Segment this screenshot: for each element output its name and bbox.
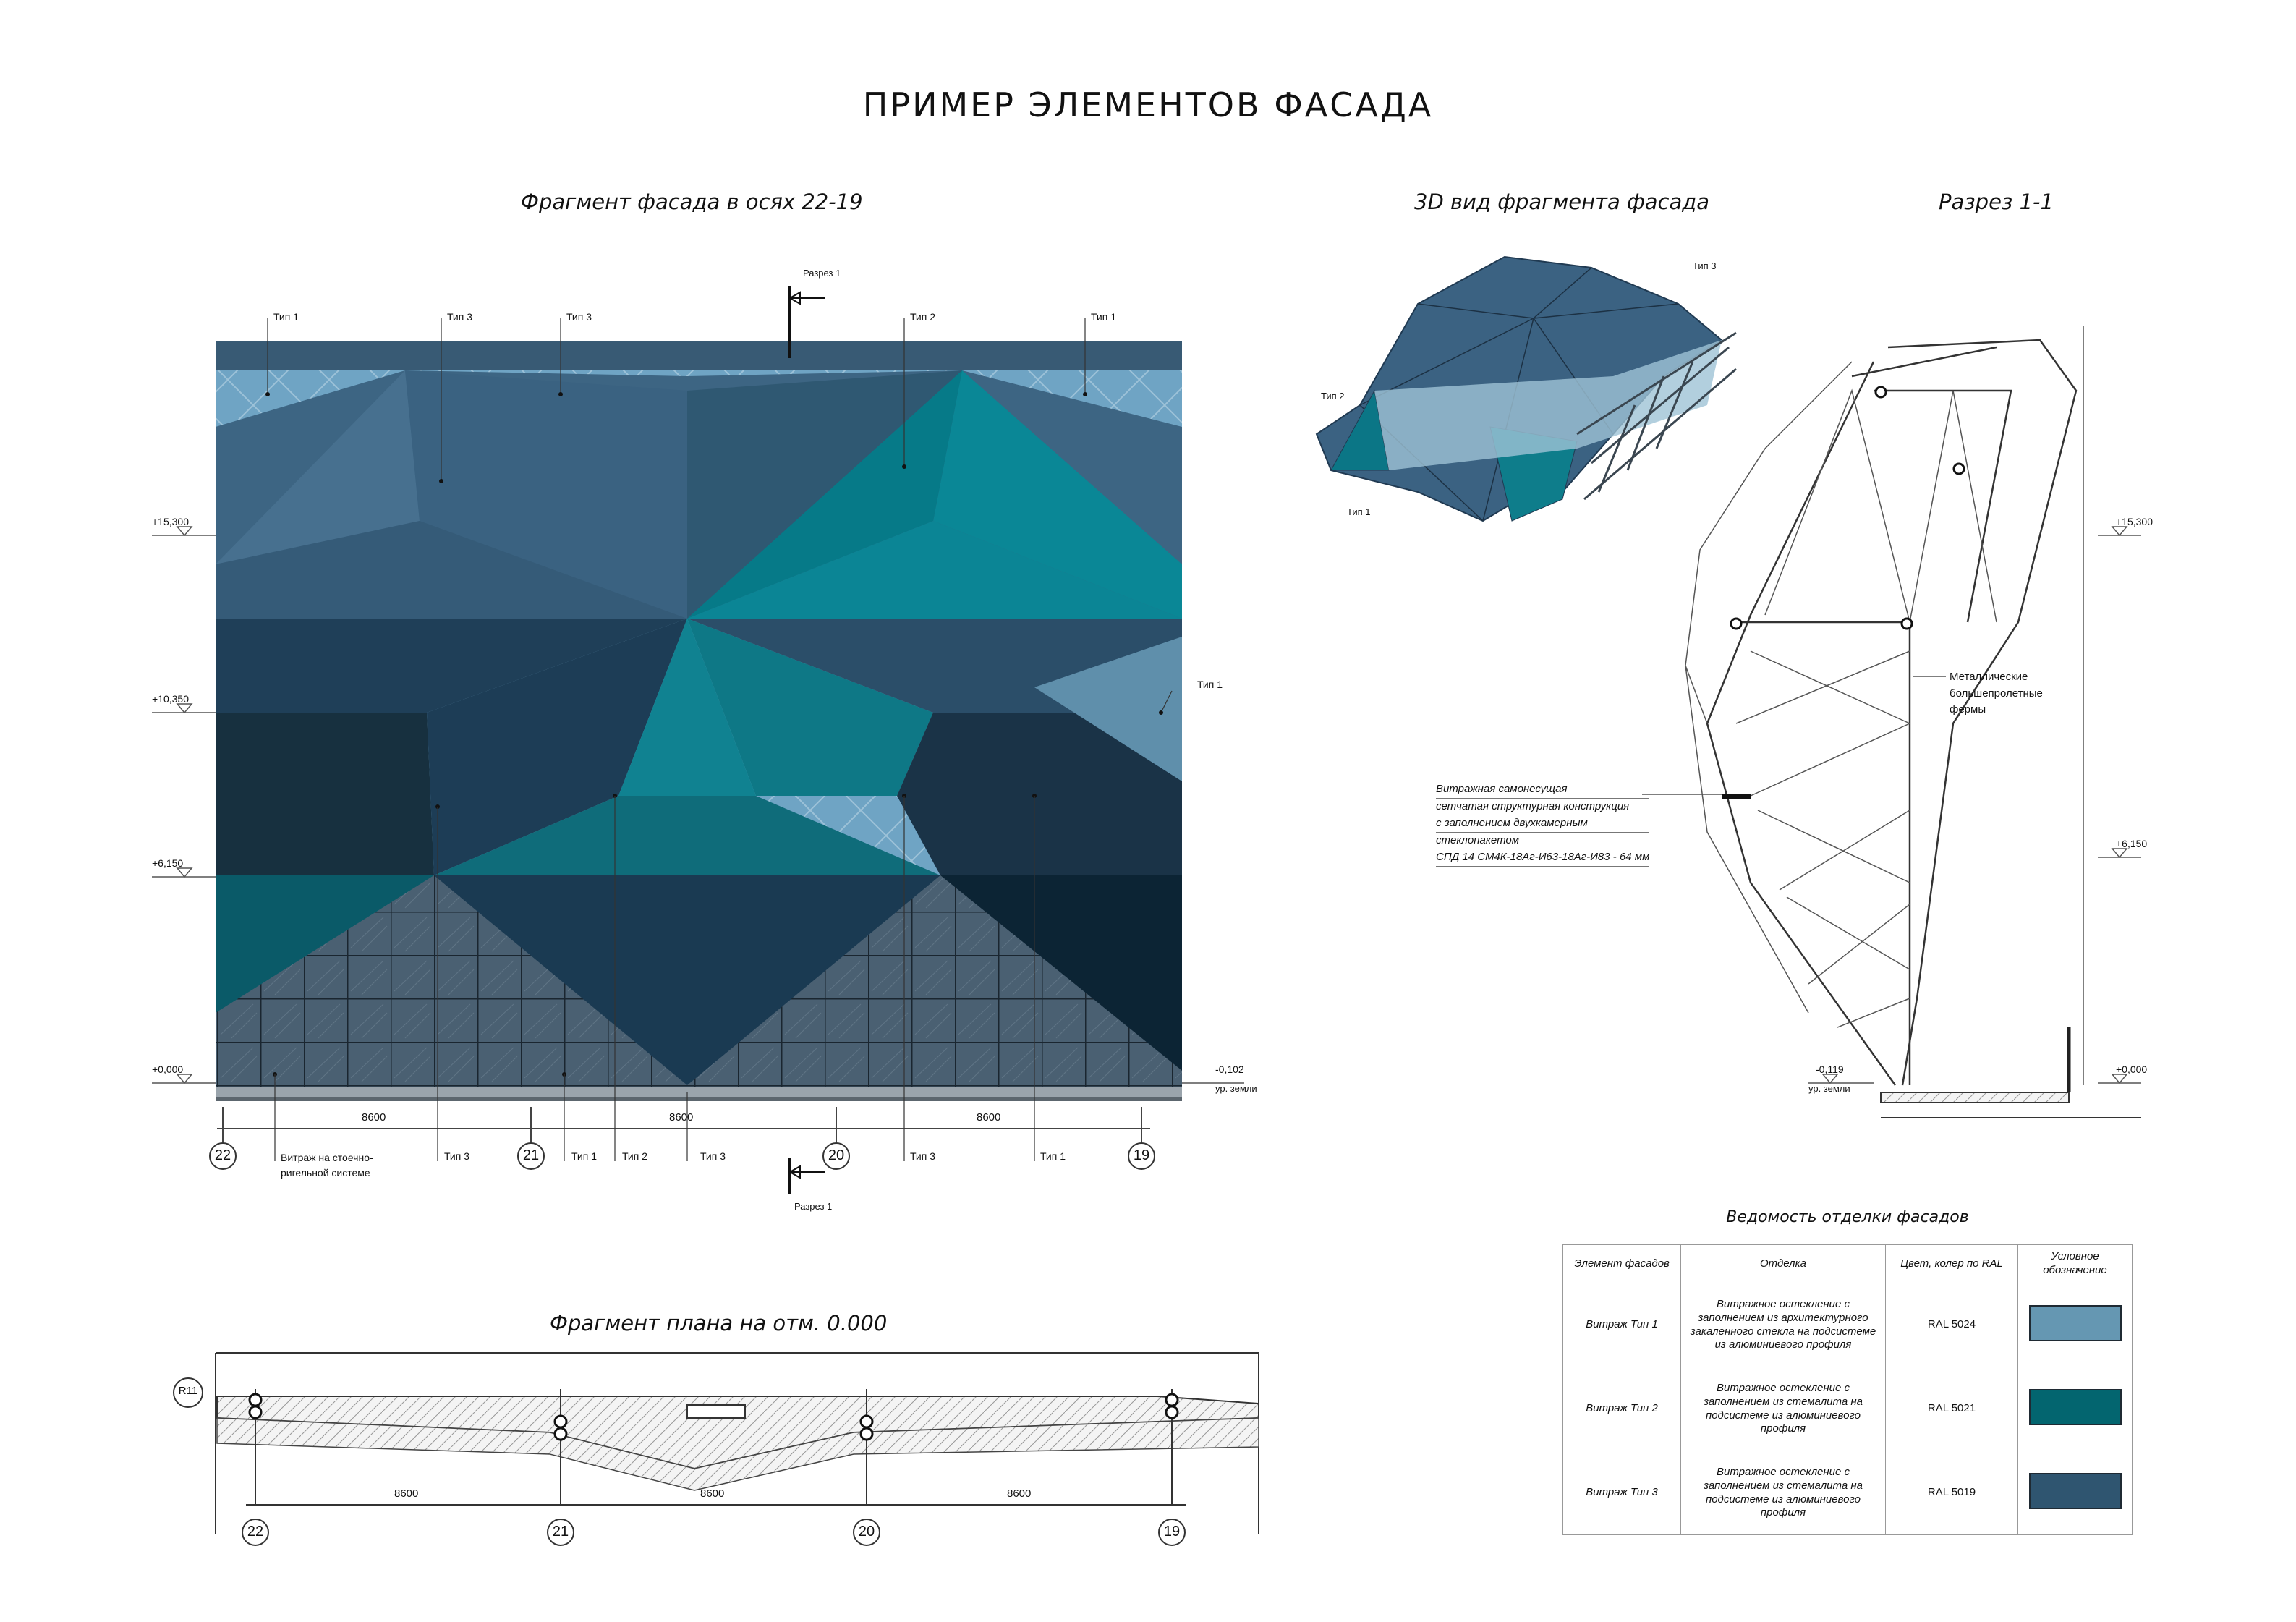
glass-note: Витражная самонесущая сетчатая структурн…: [1436, 781, 1650, 867]
tag-top-4: Тип 2: [910, 311, 936, 323]
schedule-title: Ведомость отделки фасадов: [1726, 1208, 1969, 1226]
col-finish: Отделка: [1680, 1244, 1886, 1283]
elev-15300: +15,300: [152, 516, 189, 527]
tag-top-2: Тип 3: [447, 311, 473, 323]
plan-axis-19: 19: [1163, 1524, 1181, 1540]
truss-note: Металлические большепролетные фермы: [1950, 671, 2043, 716]
plan-title: Фрагмент плана на отм. 0.000: [550, 1311, 888, 1336]
span-3: 8600: [977, 1111, 1001, 1124]
plan-marker: R11: [178, 1385, 198, 1397]
tag-right: Тип 1: [1197, 679, 1223, 690]
sec-ground-label: ур. земли: [1808, 1083, 1850, 1094]
ground-label: ур. земли: [1215, 1083, 1257, 1094]
section-marker-bottom: Разрез 1: [794, 1201, 833, 1212]
ground-level: -0,102: [1215, 1063, 1244, 1075]
view3d-tag-2: Тип 2: [1321, 391, 1345, 402]
span-1: 8600: [362, 1111, 386, 1124]
finish-schedule-table: Элемент фасадов Отделка Цвет, колер по R…: [1562, 1244, 2133, 1535]
row-element: Витраж Тип 3: [1562, 1451, 1681, 1535]
row-legend: [2017, 1451, 2133, 1535]
plan-axis-20: 20: [858, 1524, 875, 1540]
sec-elev-6150: +6,150: [2116, 838, 2148, 849]
axis-19: 19: [1133, 1147, 1150, 1163]
page-title: ПРИМЕР ЭЛЕМЕНТОВ ФАСАДА: [862, 85, 1434, 124]
section-title: Разрез 1-1: [1939, 190, 2054, 214]
row-ral: RAL 5019: [1885, 1451, 2018, 1535]
col-element: Элемент фасадов: [1562, 1244, 1681, 1283]
elev-0000: +0,000: [152, 1063, 184, 1075]
bottom-note: Витраж на стоечно- ригельной системе: [281, 1152, 373, 1179]
plan-span-3: 8600: [1007, 1487, 1032, 1500]
col-legend: Условное обозначение: [2017, 1244, 2133, 1283]
elev-6150: +6,150: [152, 857, 184, 869]
facade-title: Фрагмент фасада в осях 22-19: [521, 190, 863, 214]
row-element: Витраж Тип 2: [1562, 1367, 1681, 1451]
tag-bottom-4: Тип 3: [700, 1150, 726, 1162]
row-finish: Витражное остекление с заполнением из ар…: [1680, 1283, 1886, 1367]
table-row: Витраж Тип 3 Витражное остекление с запо…: [1562, 1451, 2133, 1535]
axis-20: 20: [828, 1147, 845, 1163]
view3d-title: 3D вид фрагмента фасада: [1414, 190, 1710, 214]
section-marker-top: Разрез 1: [803, 268, 841, 279]
col-ral: Цвет, колер по RAL: [1885, 1244, 2018, 1283]
tag-bottom-5: Тип 3: [910, 1150, 936, 1162]
row-element: Витраж Тип 1: [1562, 1283, 1681, 1367]
plan-span-2: 8600: [700, 1487, 725, 1500]
tag-bottom-6: Тип 1: [1040, 1150, 1066, 1162]
sec-elev-0000: +0,000: [2116, 1063, 2148, 1075]
plan-span-1: 8600: [394, 1487, 419, 1500]
axis-21: 21: [522, 1147, 540, 1163]
row-ral: RAL 5021: [1885, 1367, 2018, 1451]
swatch-type3: [2028, 1472, 2122, 1509]
sec-ground-level: -0,119: [1816, 1063, 1844, 1075]
tag-top-3: Тип 3: [566, 311, 592, 323]
row-legend: [2017, 1283, 2133, 1367]
swatch-type1: [2028, 1304, 2122, 1341]
table-row: Витраж Тип 2 Витражное остекление с запо…: [1562, 1367, 2133, 1451]
tag-top-1: Тип 1: [273, 311, 299, 323]
row-legend: [2017, 1367, 2133, 1451]
view3d-tag-3: Тип 3: [1693, 260, 1717, 271]
elev-10350: +10,350: [152, 693, 189, 705]
plan-axis-21: 21: [552, 1524, 569, 1540]
axis-22: 22: [214, 1147, 231, 1163]
tag-top-5: Тип 1: [1091, 311, 1117, 323]
table-row: Витраж Тип 1 Витражное остекление с запо…: [1562, 1283, 2133, 1367]
span-2: 8600: [669, 1111, 694, 1124]
tag-bottom-1: Тип 3: [444, 1150, 470, 1162]
tag-bottom-2: Тип 1: [571, 1150, 598, 1162]
plan-axis-22: 22: [247, 1524, 264, 1540]
row-finish: Витражное остекление с заполнением из ст…: [1680, 1451, 1886, 1535]
row-finish: Витражное остекление с заполнением из ст…: [1680, 1367, 1886, 1451]
row-ral: RAL 5024: [1885, 1283, 2018, 1367]
table-header-row: Элемент фасадов Отделка Цвет, колер по R…: [1562, 1244, 2133, 1283]
tag-bottom-3: Тип 2: [622, 1150, 648, 1162]
sec-elev-15300: +15,300: [2116, 516, 2153, 527]
swatch-type2: [2028, 1388, 2122, 1425]
view3d-tag-1: Тип 1: [1347, 506, 1371, 517]
